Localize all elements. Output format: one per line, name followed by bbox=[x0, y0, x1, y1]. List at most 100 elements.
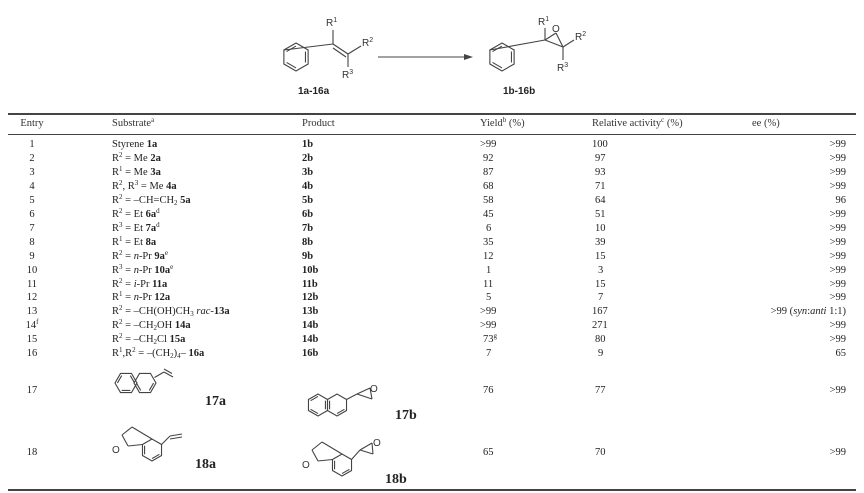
subscript: 4 bbox=[177, 352, 181, 361]
superscript: 2 bbox=[119, 276, 123, 285]
bond bbox=[347, 45, 362, 55]
subscript: 2 bbox=[170, 352, 174, 361]
footnote-c: c bbox=[661, 116, 665, 124]
text: >99 bbox=[829, 180, 846, 192]
activity-cell: 3 bbox=[598, 264, 604, 276]
bond bbox=[121, 426, 133, 436]
ee-cell: 65 bbox=[836, 348, 847, 360]
superscript: 2 bbox=[132, 346, 136, 355]
table-top-rule bbox=[8, 113, 856, 115]
entry-number: 16 bbox=[26, 348, 38, 360]
bond bbox=[544, 39, 564, 48]
subscript: 2 bbox=[174, 198, 178, 207]
bond bbox=[346, 393, 358, 400]
r2-label: R2 bbox=[362, 37, 373, 49]
yield-cell: 5 bbox=[486, 292, 491, 304]
text: R bbox=[112, 320, 120, 332]
yield-value: 1 bbox=[486, 264, 492, 276]
superscript: 2 bbox=[119, 332, 123, 341]
superscript: 1 bbox=[119, 346, 123, 355]
r2-label: R2 bbox=[575, 31, 586, 43]
yield-value: 92 bbox=[483, 152, 494, 164]
activity-cell: 10 bbox=[595, 222, 606, 234]
footnote-marker: f bbox=[36, 318, 39, 327]
text: -Pr bbox=[136, 278, 153, 290]
ee-cell: >99 bbox=[830, 265, 846, 277]
r3-label: R3 bbox=[557, 62, 568, 74]
activity-cell: 15 bbox=[595, 278, 606, 290]
bond bbox=[283, 43, 334, 51]
text: – bbox=[180, 348, 189, 360]
yield-value: >99 bbox=[480, 139, 497, 150]
product-cell: 7b bbox=[302, 222, 314, 234]
product-label-18b: 18b bbox=[385, 472, 407, 487]
product-cell: 1b bbox=[302, 139, 314, 150]
text: R bbox=[112, 264, 120, 276]
product-cell: 4b bbox=[302, 180, 314, 192]
superscript: e bbox=[164, 248, 169, 257]
compound-number: 4a bbox=[166, 180, 177, 192]
activity-cell: 77 bbox=[595, 385, 606, 396]
superscript: 3 bbox=[119, 220, 123, 229]
text: >99 bbox=[829, 447, 846, 458]
text: = –CH bbox=[122, 334, 154, 346]
text: OH bbox=[157, 320, 175, 332]
yield-cell: 35 bbox=[483, 237, 494, 249]
text: = –CH=CH bbox=[122, 194, 175, 206]
bond bbox=[317, 458, 333, 462]
bond bbox=[489, 39, 546, 51]
yield-cell: 58 bbox=[483, 195, 494, 207]
entry-cell: 11 bbox=[7, 279, 57, 291]
activity-cell: 7 bbox=[598, 292, 604, 304]
yield-value: 73 bbox=[483, 334, 494, 346]
bond bbox=[351, 449, 361, 460]
header-ee: ee (%) bbox=[752, 118, 780, 129]
italic-text: syn bbox=[793, 306, 808, 318]
text: = –CH(OH)CH bbox=[122, 306, 191, 318]
entry-cell: 16 bbox=[7, 348, 57, 360]
entry-cell: 15 bbox=[7, 334, 57, 346]
substrate-cell: R2 = –CH(OH)CH3 rac-13a bbox=[112, 305, 230, 318]
product-cell: 8b bbox=[302, 236, 314, 248]
yield-cell: 1 bbox=[486, 265, 491, 277]
bond bbox=[127, 443, 143, 447]
entry-number: 11 bbox=[26, 278, 38, 290]
epoxide-oxygen: O bbox=[370, 384, 378, 395]
ee-cell: >99 bbox=[830, 223, 846, 235]
naphthalene-ring bbox=[307, 393, 329, 417]
text: R bbox=[112, 292, 120, 304]
r3-label: R3 bbox=[342, 69, 353, 81]
product-cell: 6b bbox=[302, 208, 314, 220]
benzene-ring bbox=[331, 453, 353, 477]
header-yield-unit: (%) bbox=[506, 118, 525, 129]
activity-cell: 80 bbox=[595, 334, 606, 346]
ee-cell: >99 (syn:anti 1:1) bbox=[771, 306, 846, 318]
yield-value: 58 bbox=[483, 194, 494, 206]
ee-cell: >99 bbox=[830, 181, 846, 193]
entry-number: 18 bbox=[26, 447, 38, 458]
substrate-cell: Styrene 1a bbox=[112, 139, 157, 151]
text: >99 bbox=[829, 222, 846, 234]
superscript: 2 bbox=[119, 318, 123, 327]
substrate-range-label: 1a-16a bbox=[298, 86, 330, 97]
superscript: 2 bbox=[119, 178, 123, 187]
double-bond bbox=[492, 61, 503, 69]
yield-cell: 87 bbox=[483, 167, 494, 179]
text: -Pr bbox=[138, 264, 155, 276]
yield-cell: >99 bbox=[480, 320, 496, 332]
ee-cell: >99 bbox=[830, 320, 846, 332]
yield-cell: 68 bbox=[483, 181, 494, 193]
text: = bbox=[122, 278, 134, 290]
naphthalene-ring bbox=[326, 393, 348, 417]
text: R bbox=[112, 306, 120, 318]
entry-number: 12 bbox=[26, 292, 38, 304]
entry-number: 2 bbox=[29, 152, 35, 164]
compound-number: 13a bbox=[213, 306, 230, 318]
header-activity-text: Relative activity bbox=[592, 118, 662, 129]
compound-number: 7a bbox=[145, 222, 157, 234]
bond bbox=[332, 43, 349, 55]
entry-number: 4 bbox=[29, 180, 35, 192]
text: = Me bbox=[122, 166, 151, 178]
substrate-cell: R2, R3 = Me 4a bbox=[112, 178, 177, 193]
text: >99 bbox=[829, 278, 846, 290]
